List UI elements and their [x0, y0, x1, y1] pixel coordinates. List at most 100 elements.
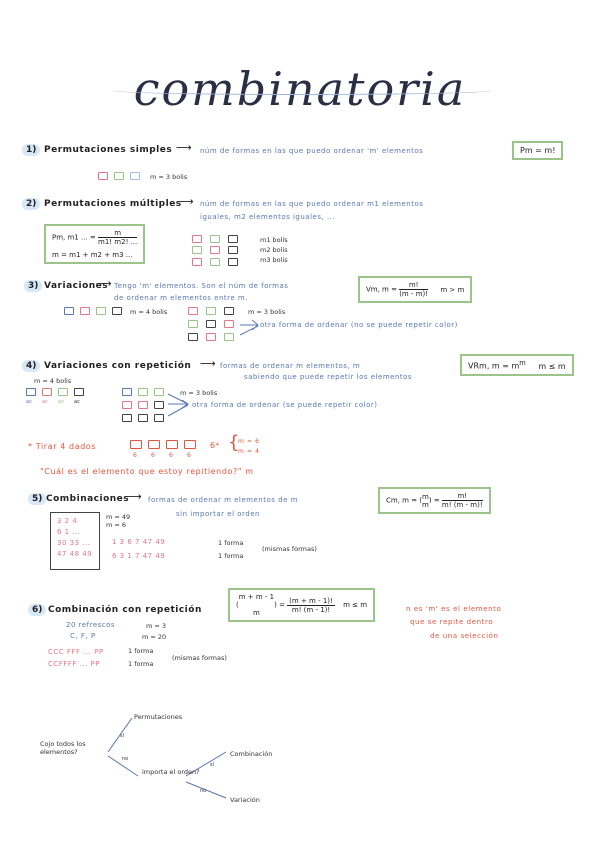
dark-square [228, 235, 238, 243]
section-6-same: (mismas formas) [172, 654, 227, 662]
section-3-left-label: m = 4 bolis [130, 308, 168, 316]
section-1-formula: Pm = m! [512, 141, 564, 160]
formula-condition: m ≤ m [343, 601, 368, 609]
blue-square [122, 388, 132, 396]
section-5-number: 5) [28, 493, 47, 505]
decision-tree-lines [107, 717, 227, 799]
section-3-right-label: m = 3 bolis [248, 308, 286, 316]
grid-row: 30 33 ... [57, 539, 91, 547]
section-5-forma-1: 1 forma [218, 539, 244, 547]
section-6-note-3: de una selección [430, 632, 499, 640]
formula-fraction: m!m! (m - m)! [441, 492, 483, 509]
formula-denominator: m! (m - m)! [441, 501, 483, 509]
dark-square [138, 414, 148, 422]
dark-square [206, 320, 216, 328]
label-m2: m2 bolis [260, 246, 288, 254]
pink-square [138, 401, 148, 409]
section-5-heading: Combinaciones [46, 494, 130, 504]
dice-m2: m = 4 [238, 448, 260, 455]
tree-combinacion: Combinación [230, 750, 273, 758]
formula-numerator: m! [441, 492, 483, 501]
formula-numerator: (m + m - 1)! [287, 596, 335, 606]
formula-denominator: m! (m - 1)! [291, 605, 331, 614]
binomial-top: m [422, 492, 429, 501]
dark-square [228, 246, 238, 254]
section-6-cond-1: m = 3 [146, 622, 167, 630]
brace-icon: { [228, 432, 241, 453]
formula-fraction: m!(m - m)! [399, 281, 429, 298]
dark-square [122, 414, 132, 422]
dark-square [74, 388, 84, 396]
formula-lhs: Vm, m = [366, 285, 397, 294]
die-square [130, 440, 142, 449]
dark-square [112, 307, 122, 315]
formula-binomial: m + m - 1 m [239, 593, 274, 617]
section-4-description-1: formas de ordenar m elementos, m [220, 362, 361, 370]
dice-text: * Tirar 4 dados [28, 442, 97, 451]
binomial-bottom: m [422, 500, 429, 509]
green-square [192, 246, 202, 254]
section-4-left-label: m = 4 bolis [34, 377, 72, 385]
pink-square [122, 401, 132, 409]
tree-root-question: Cojo todos los elementos? [40, 740, 86, 756]
tree-variacion: Variación [230, 796, 260, 804]
green-square [114, 172, 124, 180]
section-5-cond-2: m = 6 [106, 521, 127, 529]
section-1-number: 1) [22, 144, 41, 156]
section-2-description-2: iguales, m2 elementos iguales, ... [200, 213, 336, 221]
sub-label: ac [26, 399, 32, 405]
formula-exponent: m [519, 359, 526, 367]
binomial-top: m + m - 1 [238, 593, 275, 601]
section-6-forma-2: 1 forma [128, 660, 154, 668]
green-square [58, 388, 68, 396]
section-5-description-1: formas de ordenar m elementos de m [148, 496, 298, 504]
number-grid: 3 2 4 6 1 ... 30 33 ... 47 48 49 [50, 512, 100, 570]
formula-main: VRm, m = m [468, 361, 520, 371]
section-4-note: otra forma de ordenar (se puede repetir … [192, 401, 378, 409]
section-2-heading: Permutaciones múltiples [44, 199, 182, 209]
sub-label: ac [42, 399, 48, 405]
dark-square [224, 307, 234, 315]
pink-square [224, 320, 234, 328]
section-5-forma-2: 1 forma [218, 552, 244, 560]
grid-row: 47 48 49 [57, 550, 93, 558]
green-square [96, 307, 106, 315]
die-square [184, 440, 196, 449]
formula-denominator: m1! m2! ... [98, 238, 138, 246]
formula-sum: m = m1 + m2 + m3 ... [52, 251, 133, 259]
pink-square [210, 246, 220, 254]
formula-numerator: m [98, 229, 138, 238]
green-square [154, 388, 164, 396]
formula-condition: m ≤ m [538, 361, 566, 371]
pink-square [192, 235, 202, 243]
green-square [210, 258, 220, 266]
arrow-icon: ⟶ [200, 357, 216, 370]
arrow-icon: ⟶ [178, 195, 194, 208]
dice-question: "Cuál es el elemento que estoy repitiend… [40, 467, 254, 476]
dice-power: 6⁴ [210, 441, 220, 450]
die-label: 6 [169, 452, 174, 459]
binomial-bottom: m [253, 609, 260, 617]
arrow-icon: ⟶ [176, 141, 192, 154]
dark-square [154, 414, 164, 422]
tree-yes-1: sí [120, 733, 124, 739]
section-2-number: 2) [22, 198, 41, 210]
green-square [188, 320, 198, 328]
pink-square [98, 172, 108, 180]
section-3-formula: Vm, m = m!(m - m)! m > m [358, 276, 473, 303]
section-4-number: 4) [22, 360, 41, 372]
section-6-seq-1: CCC FFF ... PP [48, 648, 104, 656]
dark-square [188, 333, 198, 341]
formula-lhs: Pm, m1 ... = [52, 233, 96, 242]
green-square [138, 388, 148, 396]
dark-square [154, 401, 164, 409]
section-4-description-2: sabiendo que puede repetir los elementos [244, 373, 413, 381]
tree-no-1: no [122, 756, 129, 762]
section-4-right-label: m = 3 bolis [180, 389, 218, 397]
section-3-description-1: Tengo 'm' elementos. Son el núm de forma… [114, 282, 289, 290]
formula-lhs: Cm, m = [386, 496, 418, 505]
section-2-description-1: núm de formas en las que puedo ordenar m… [200, 200, 424, 208]
dice-m1: m = 6 [238, 438, 260, 445]
